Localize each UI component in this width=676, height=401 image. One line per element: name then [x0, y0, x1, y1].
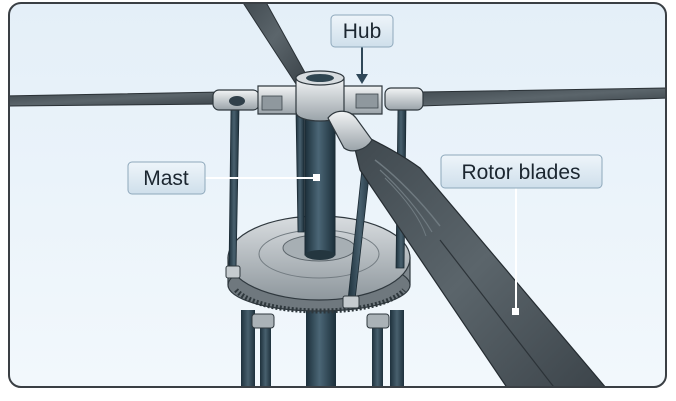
hub-label-text: Hub	[343, 20, 382, 43]
swashplate	[227, 215, 411, 314]
rotor-blades-label: Rotor blades	[440, 154, 603, 189]
mast-label-text: Mast	[143, 167, 189, 190]
figure-frame	[8, 2, 667, 388]
support-leg-right-inner	[372, 325, 383, 387]
support-leg-left	[241, 310, 255, 387]
callout-leaders	[205, 47, 519, 315]
rotor-blades-label-text: Rotor blades	[461, 161, 580, 184]
rotor-hub	[212, 70, 424, 122]
front-rotor-blade	[327, 110, 614, 387]
hub-label: Hub	[330, 14, 394, 48]
figure-background	[9, 3, 666, 387]
support-leg-right	[390, 310, 404, 387]
lower-mast	[306, 305, 336, 387]
mast-label: Mast	[127, 161, 206, 195]
rotor-assembly	[9, 3, 666, 387]
support-leg-left-inner	[260, 325, 271, 387]
